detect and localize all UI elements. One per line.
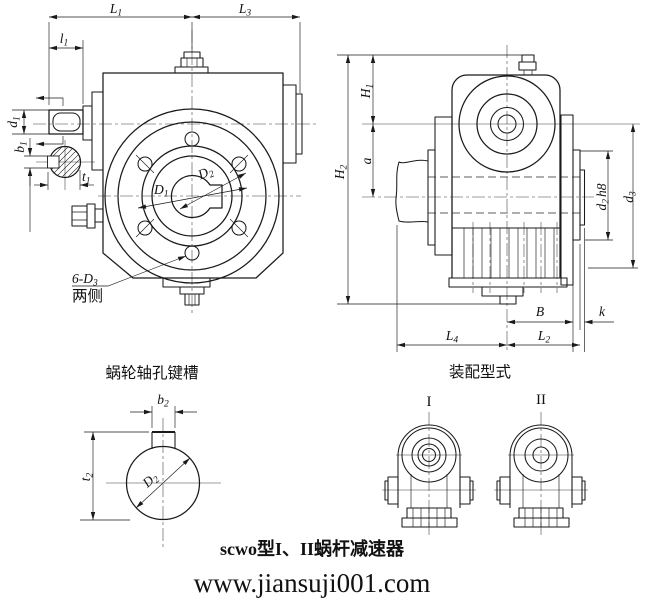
gear-housing-side bbox=[395, 54, 586, 305]
dim-d3: d3 bbox=[621, 191, 639, 203]
bolt-hole-note-line2: 两侧 bbox=[72, 287, 103, 305]
dim-a: a bbox=[359, 157, 374, 164]
side-view-centerlines bbox=[362, 45, 640, 352]
dim-L3: L3 bbox=[238, 1, 252, 19]
side-view: H2 H1 a d2h8 d3 B k L4 L2 bbox=[332, 45, 640, 352]
dim-B: B bbox=[536, 304, 544, 319]
oil-plug-left bbox=[71, 203, 104, 229]
dim-L4: L4 bbox=[445, 328, 459, 346]
keyway-centerlines bbox=[106, 418, 221, 550]
dim-t1: t1 bbox=[82, 169, 91, 187]
dim-L2: L2 bbox=[537, 328, 551, 346]
dim-D1: D1 bbox=[153, 182, 169, 200]
watermark: www.jiansuji001.com bbox=[194, 568, 431, 598]
bolt-hole-note: 6-D3 bbox=[72, 271, 98, 289]
dim-t2: t2 bbox=[78, 472, 96, 481]
dim-L1: L1 bbox=[109, 1, 122, 19]
front-view: L1 L3 l1 d1 b1 t1 D1 D2 6-D3 两侧 bbox=[5, 1, 318, 316]
dim-d2h8: d2h8 bbox=[594, 183, 612, 210]
dim-D2: D2 bbox=[195, 162, 217, 184]
breather-plug bbox=[174, 51, 209, 74]
worm-shaft-section bbox=[47, 145, 82, 179]
drain-plug-bottom bbox=[162, 277, 211, 306]
assembly-caption: 装配型式 bbox=[449, 363, 511, 381]
dim-b1: b1 bbox=[12, 141, 30, 153]
assembly-type-1-label: I bbox=[427, 394, 432, 410]
dim-b2: b2 bbox=[157, 392, 169, 410]
input-shaft bbox=[48, 109, 84, 135]
keyway-caption: 蜗轮轴孔键槽 bbox=[105, 364, 198, 382]
dim-D2-keyway: D2 bbox=[139, 469, 162, 493]
figure-title: scwo型I、II蜗杆减速器 bbox=[220, 538, 405, 559]
keyway-detail: b2 t2 D2 bbox=[78, 392, 221, 550]
assembly-type-2: II bbox=[494, 392, 588, 537]
dim-H1: H1 bbox=[358, 84, 376, 100]
assembly-type-2-label: II bbox=[536, 392, 546, 408]
dim-k: k bbox=[599, 304, 606, 319]
front-dimensions bbox=[12, 14, 301, 287]
dim-H2: H2 bbox=[332, 165, 350, 181]
keyway-dimensions bbox=[80, 406, 197, 521]
dim-l1: l1 bbox=[60, 31, 69, 49]
dim-d1: d1 bbox=[5, 116, 23, 128]
assembly-type-1: I bbox=[382, 394, 476, 537]
side-dimensions bbox=[337, 54, 638, 352]
bolt-holes bbox=[135, 131, 249, 261]
